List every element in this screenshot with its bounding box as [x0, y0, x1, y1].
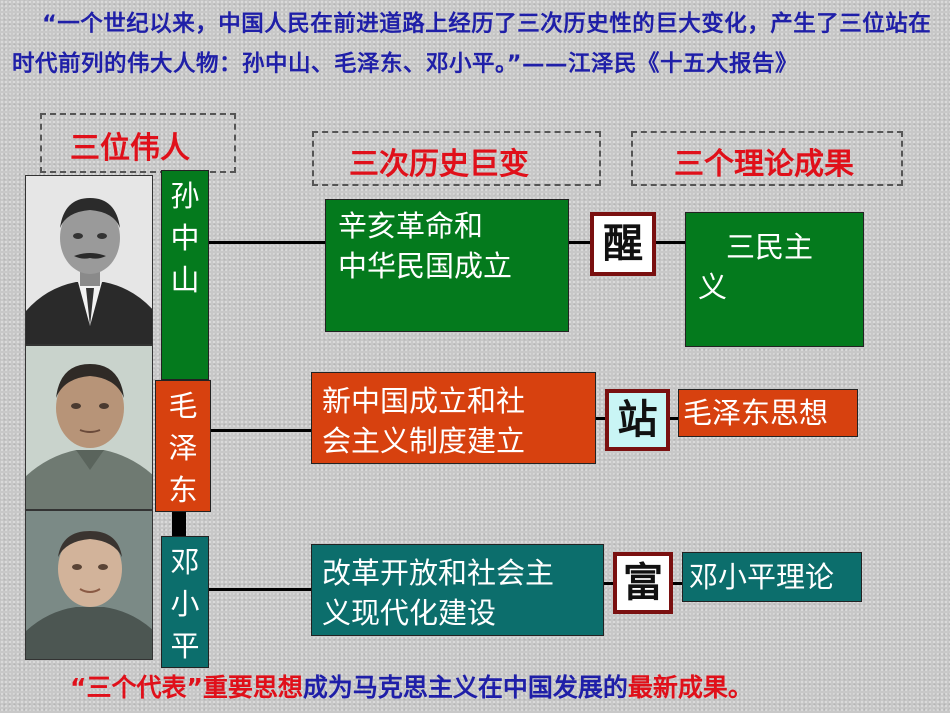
connector-char1-theory	[655, 241, 687, 244]
footer-conclusion: “三个代表”重要思想成为马克思主义在中国发展的最新成果。	[70, 668, 945, 704]
connector-mao-change	[211, 429, 311, 432]
theory-1-line-2: 义	[698, 270, 728, 304]
char-box-xing: 醒	[590, 212, 656, 276]
portrait-sun-image	[26, 176, 152, 344]
footer-red-part-1: 三个代表”重要思想	[86, 673, 303, 702]
connector-change1-char	[569, 241, 591, 244]
change-box-2: 新中国成立和社 会主义制度建立	[311, 372, 596, 464]
footer-open-mark: “	[70, 673, 87, 702]
people-header: 三位伟人	[70, 131, 190, 166]
theories-header-frame	[631, 131, 903, 186]
intro-quote: “一个世纪以来，中国人民在前进道路上经历了三次历史性的巨大变化，产生了三位站在时…	[12, 4, 942, 84]
name-box-mao: 毛 泽 东	[155, 380, 211, 512]
change-box-3: 改革开放和社会主 义现代化建设	[311, 544, 604, 636]
name-box-deng: 邓 小 平	[161, 536, 209, 668]
name-sun-char-2: 中	[170, 221, 200, 255]
portrait-mao-image	[26, 346, 152, 509]
char-box-zhan: 站	[605, 389, 670, 451]
theory-box-3: 邓小平理论	[682, 552, 862, 602]
quote-text: 一个世纪以来，中国人民在前进道路上经历了三次历史性的巨大变化，产生了三位站在时代…	[12, 11, 932, 77]
change-3-line-1: 改革开放和社会主	[322, 556, 555, 590]
connector-deng-change	[209, 588, 311, 591]
connector-sun-change	[209, 241, 327, 244]
name-deng-char-1: 邓	[170, 545, 200, 579]
quote-open-mark: “	[42, 11, 58, 37]
footer-blue-part: 成为马克思主义在中国发展的	[302, 673, 628, 702]
change-1-line-2: 中华民国成立	[338, 249, 513, 283]
theory-box-1: 三民主 义	[685, 212, 864, 347]
name-connector-mao-deng	[172, 512, 186, 536]
portrait-mao-zedong	[25, 345, 153, 510]
connector-char3-theory	[672, 582, 684, 585]
theory-box-2: 毛泽东思想	[678, 389, 858, 437]
name-sun-char-3: 山	[170, 263, 200, 297]
footer-red-part-2: 最新成果。	[627, 673, 753, 702]
theories-header: 三个理论成果	[674, 147, 854, 182]
theory-2-line-1: 毛泽东思想	[683, 396, 829, 430]
name-mao-char-2: 泽	[168, 431, 198, 465]
portrait-sun-zhongshan	[25, 175, 153, 345]
change-3-line-2: 义现代化建设	[322, 596, 497, 630]
theory-1-line-1: 三民主	[726, 230, 814, 264]
portrait-deng-image	[26, 511, 152, 659]
changes-header: 三次历史巨变	[349, 147, 529, 182]
connector-change2-char	[596, 417, 606, 420]
changes-header-frame	[312, 131, 601, 186]
char-box-fu: 富	[613, 552, 673, 614]
portrait-deng-xiaoping	[25, 510, 153, 660]
name-mao-char-3: 东	[168, 473, 198, 507]
name-box-sun: 孙 中 山	[161, 170, 209, 380]
change-1-line-1: 辛亥革命和	[338, 209, 484, 243]
connector-change3-char	[604, 582, 614, 585]
change-2-line-2: 会主义制度建立	[322, 424, 526, 458]
change-2-line-1: 新中国成立和社	[322, 384, 526, 418]
change-box-1: 辛亥革命和 中华民国成立	[325, 199, 569, 332]
name-sun-char-1: 孙	[170, 179, 200, 213]
name-deng-char-3: 平	[170, 629, 200, 663]
name-mao-char-1: 毛	[168, 389, 198, 423]
people-header-frame	[40, 113, 236, 173]
name-deng-char-2: 小	[170, 587, 200, 621]
theory-3-line-1: 邓小平理论	[689, 560, 835, 594]
connector-char2-theory	[669, 417, 679, 420]
